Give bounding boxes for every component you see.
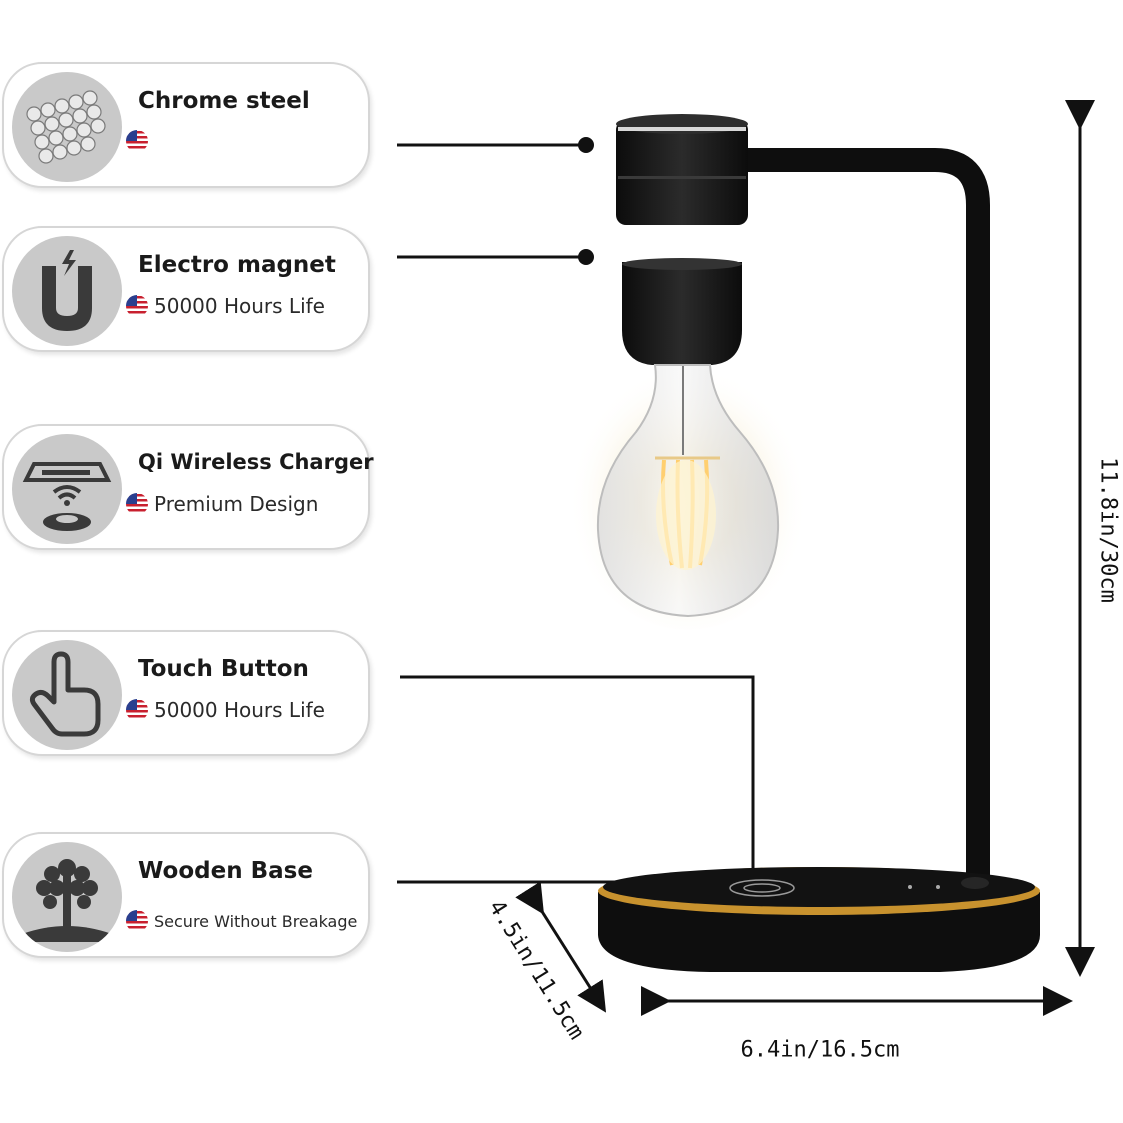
connector-line-touch-button — [400, 675, 755, 880]
connector-line-electro-magnet — [397, 249, 594, 265]
wireless-charger-icon — [12, 434, 122, 544]
feature-card-qi-wireless-charger: Qi Wireless Charger Premium Design — [2, 424, 374, 550]
us-flag-icon — [126, 910, 148, 932]
feature-subtitle: Premium Design — [126, 492, 318, 516]
lamp-arm — [745, 148, 990, 880]
us-flag-icon — [126, 130, 148, 152]
feature-subtitle — [126, 130, 154, 152]
touch-hand-icon — [12, 640, 122, 750]
feature-subtitle: Secure Without Breakage — [126, 910, 357, 932]
magnet-head — [616, 114, 748, 225]
depth-dimension-arrow — [515, 881, 607, 1013]
steel-rods-icon — [12, 72, 122, 182]
us-flag-icon — [126, 699, 148, 721]
light-bulb — [596, 364, 780, 618]
feature-card-chrome-steel: Chrome steel — [2, 62, 370, 188]
height-dimension-label: 11.8in/30cm — [1095, 457, 1121, 603]
magnet-icon — [12, 236, 122, 346]
us-flag-icon — [126, 295, 148, 317]
feature-subtitle: 50000 Hours Life — [126, 698, 325, 722]
feature-title: Chrome steel — [138, 88, 310, 114]
connector-line-chrome-steel — [397, 137, 594, 153]
feature-title: Electro magnet — [138, 252, 336, 278]
tree-icon — [12, 842, 122, 952]
feature-subtitle-text: Premium Design — [154, 492, 319, 516]
lamp-base — [598, 867, 1040, 972]
feature-title: Qi Wireless Charger — [138, 450, 374, 474]
bulb-socket — [622, 258, 742, 365]
feature-title: Wooden Base — [138, 858, 313, 884]
feature-card-touch-button: Touch Button 50000 Hours Life — [2, 630, 370, 756]
feature-subtitle-text: 50000 Hours Life — [154, 698, 325, 722]
feature-subtitle: 50000 Hours Life — [126, 294, 325, 318]
width-dimension-label: 6.4in/16.5cm — [740, 1037, 900, 1063]
feature-card-electro-magnet: Electro magnet 50000 Hours Life — [2, 226, 370, 352]
feature-card-wooden-base: Wooden Base Secure Without Breakage — [2, 832, 370, 958]
feature-title: Touch Button — [138, 656, 309, 682]
feature-subtitle-text: 50000 Hours Life — [154, 294, 325, 318]
us-flag-icon — [126, 493, 148, 515]
feature-subtitle-text: Secure Without Breakage — [154, 911, 358, 931]
